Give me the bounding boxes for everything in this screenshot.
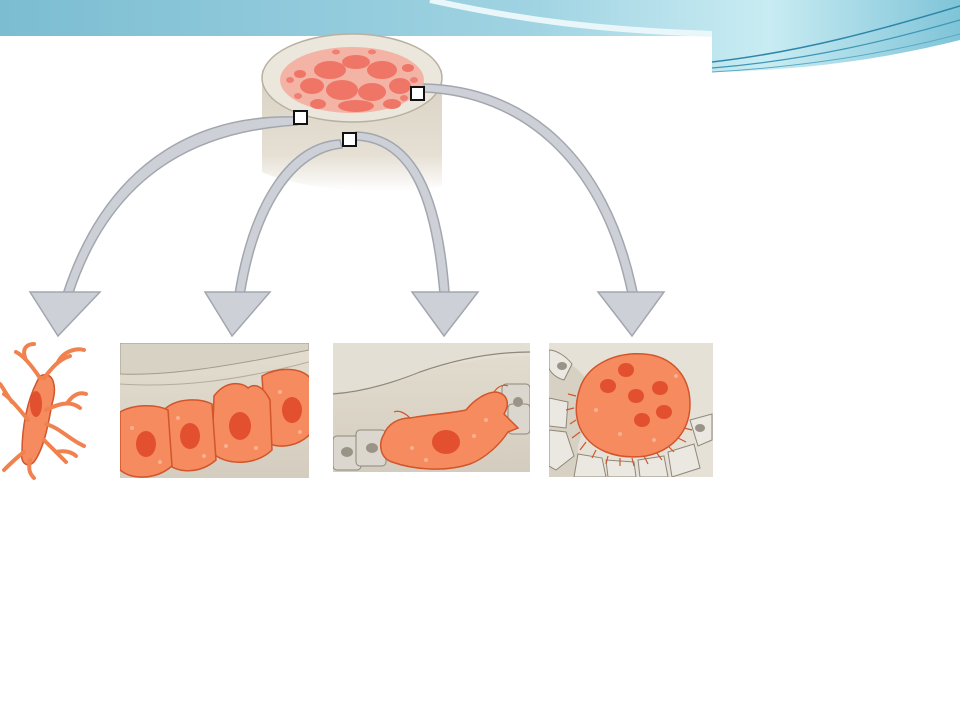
marker-left — [293, 110, 308, 125]
flat-cell-icon — [333, 343, 530, 472]
multinucleated-cell-icon — [549, 343, 713, 477]
header-banner — [0, 0, 960, 73]
marker-center — [342, 132, 357, 147]
marker-right — [410, 86, 425, 101]
branching-cell-icon — [0, 342, 88, 480]
cuboidal-cells-icon — [120, 343, 309, 478]
spongy-marrow — [294, 55, 414, 112]
source-markers — [293, 86, 425, 147]
arrow-to-osteoclast — [423, 83, 638, 295]
arrows — [28, 83, 666, 338]
